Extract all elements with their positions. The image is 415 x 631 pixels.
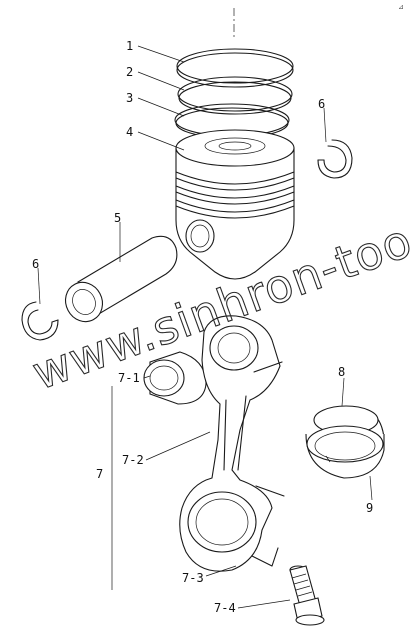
callout-2: 2 — [126, 65, 133, 79]
callout-8: 8 — [338, 365, 345, 379]
connecting-rod — [179, 315, 285, 572]
callout-5: 5 — [114, 211, 121, 225]
piston-pin — [64, 235, 178, 323]
callout-6-left: 6 — [32, 257, 39, 271]
callout-3: 3 — [126, 91, 133, 105]
snap-ring-right — [317, 139, 353, 179]
callout-7: 7 — [96, 467, 103, 481]
callout-6-right: 6 — [318, 97, 325, 111]
callout-7-4: 7-4 — [214, 601, 236, 615]
piston-ring-1 — [176, 48, 294, 88]
callout-7-2: 7-2 — [122, 453, 144, 467]
callout-1: 1 — [126, 39, 133, 53]
piston — [175, 129, 295, 280]
bearing-shell-lower — [305, 425, 385, 479]
callout-7-1: 7-1 — [118, 371, 140, 385]
connecting-rod-bolt — [289, 565, 325, 626]
callout-4: 4 — [126, 125, 133, 139]
leader-lines — [37, 45, 373, 609]
callout-9: 9 — [366, 501, 373, 515]
piston-ring-2 — [177, 76, 293, 115]
corner-mark: ⊿ — [398, 3, 404, 11]
callout-7-3: 7-3 — [182, 571, 204, 585]
snap-ring-left — [21, 301, 59, 341]
